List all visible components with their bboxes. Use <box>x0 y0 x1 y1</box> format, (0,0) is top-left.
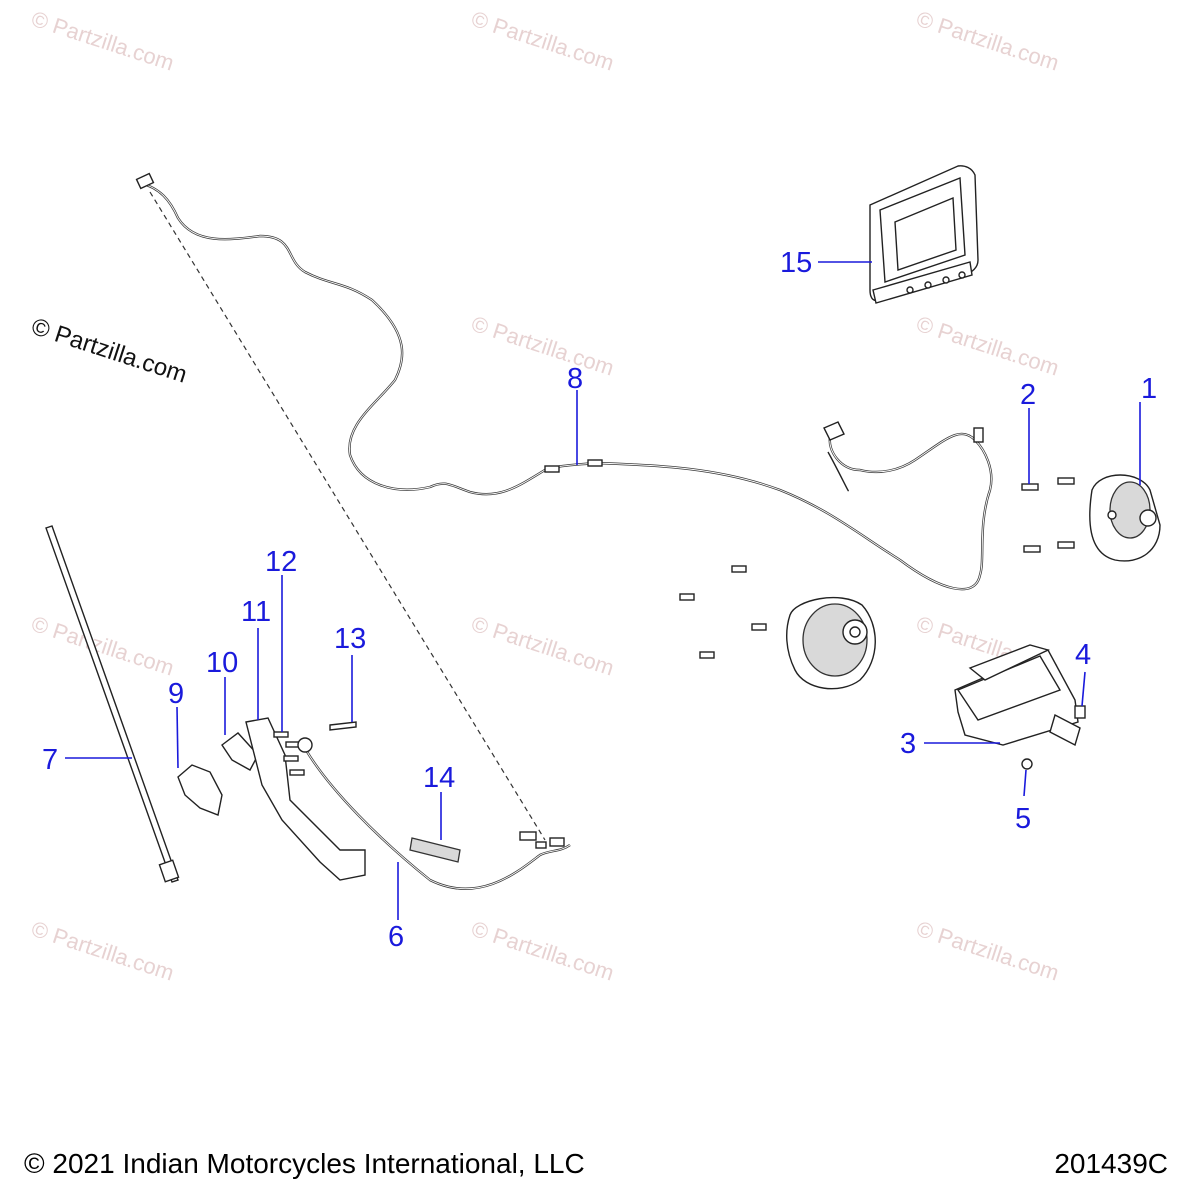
callout-15: 15 <box>780 247 812 279</box>
amplifier-nut <box>1021 758 1033 770</box>
alignment-dashed-line <box>149 191 546 841</box>
watermark: © Partzilla.com <box>468 611 617 681</box>
watermark-grid: © Partzilla.com © Partzilla.com © Partzi… <box>28 6 1062 986</box>
callout-3: 3 <box>900 728 916 760</box>
display-unit <box>869 165 979 304</box>
watermark: © Partzilla.com <box>468 916 617 986</box>
partzilla-watermark: © Partzilla.com <box>28 313 190 389</box>
callout-8: 8 <box>567 363 583 395</box>
screws-speaker-right <box>1021 477 1075 553</box>
cable-sleeve <box>409 837 461 863</box>
antenna-bracket <box>245 717 366 881</box>
antenna-lead-cable <box>297 737 571 890</box>
watermark: © Partzilla.com <box>913 6 1062 76</box>
screws-speaker-left <box>679 565 767 659</box>
speaker-right <box>1089 474 1161 562</box>
callout-2: 2 <box>1020 379 1036 411</box>
watermark: © Partzilla.com <box>468 311 617 381</box>
antenna-extension-cable <box>135 172 993 591</box>
leader-lines <box>65 261 1141 920</box>
amplifier-bolt <box>1074 705 1086 719</box>
speaker-left <box>786 597 876 690</box>
antenna-stud <box>329 721 357 731</box>
callout-7: 7 <box>42 744 58 776</box>
callout-12: 12 <box>265 546 297 578</box>
callout-10: 10 <box>206 647 238 679</box>
callout-13: 13 <box>334 623 366 655</box>
watermark: © Partzilla.com <box>913 916 1062 986</box>
antenna-mast <box>45 525 180 883</box>
watermark: © Partzilla.com <box>913 311 1062 381</box>
amplifier-module <box>954 644 1081 747</box>
callout-11: 11 <box>241 596 271 628</box>
callout-9: 9 <box>168 678 184 710</box>
callout-5: 5 <box>1015 803 1031 835</box>
callout-labels: 1 2 3 4 5 6 7 8 9 10 11 12 13 14 15 <box>42 247 1157 953</box>
diagram-id: 201439C <box>1054 1148 1168 1179</box>
watermark: © Partzilla.com <box>28 916 177 986</box>
callout-14: 14 <box>423 762 455 794</box>
antenna-mount-base <box>177 764 223 816</box>
callout-4: 4 <box>1075 639 1091 671</box>
copyright-notice: © 2021 Indian Motorcycles International,… <box>24 1148 585 1179</box>
callout-6: 6 <box>388 921 404 953</box>
callout-1: 1 <box>1141 373 1157 405</box>
watermark: © Partzilla.com <box>468 6 617 76</box>
antenna-gasket <box>221 732 259 771</box>
watermark: © Partzilla.com <box>28 6 177 76</box>
